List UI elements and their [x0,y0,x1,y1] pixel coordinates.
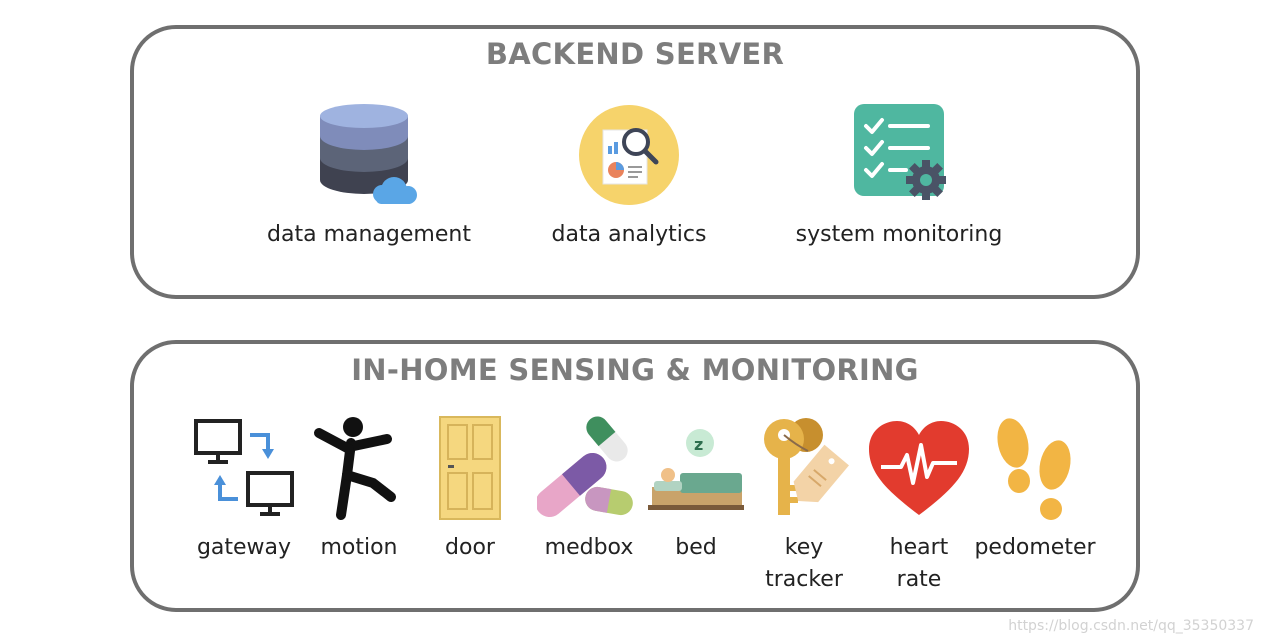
gateway-item: gateway [189,417,299,564]
data-management-label: data management [267,222,471,247]
report-magnifier-icon [579,105,679,205]
svg-text:z: z [694,435,703,454]
heart-rate-label-line1: heart [889,535,949,560]
door-item: door [420,415,520,564]
in-home-sensing-panel: IN-HOME SENSING & MONITORING gateway [130,340,1140,612]
gateway-computers-icon [194,419,294,516]
database-cloud-icon [320,104,417,204]
gateway-label: gateway [196,535,292,560]
motion-item: motion [304,415,414,564]
footprints-icon [997,418,1071,520]
key-tracker-label-line1: key [784,535,824,560]
heart-rate-item: heart rate [864,415,974,596]
pills-icon [537,416,633,517]
medbox-label: medbox [544,535,634,560]
bed-item: z bed [641,415,751,564]
door-label: door [445,535,495,560]
key-tracker-label-line2: tracker [765,567,843,592]
checklist-gear-icon [854,104,946,200]
sleeping-bed-icon: z [648,429,744,510]
sleep-bubble-icon: z [686,429,714,457]
heart-pulse-icon [869,421,969,515]
data-management-item: data management [254,102,484,251]
backend-server-panel: BACKEND SERVER data management [130,25,1140,299]
watermark: https://blog.csdn.net/qq_35350337 [1008,618,1254,634]
door-icon [439,416,501,520]
system-monitoring-item: system monitoring [779,102,1019,251]
backend-server-title: BACKEND SERVER [485,37,785,71]
heart-rate-label-line2: rate [896,567,942,592]
in-home-sensing-title: IN-HOME SENSING & MONITORING [351,353,919,387]
medbox-item: medbox [534,415,644,564]
data-analytics-item: data analytics [529,102,729,251]
key-tracker-item: key tracker [749,415,859,596]
bed-label: bed [675,535,717,560]
motion-label: motion [320,535,398,560]
system-monitoring-label: system monitoring [795,222,1003,247]
pedometer-label: pedometer [974,535,1096,560]
data-analytics-label: data analytics [551,222,707,247]
falling-person-icon [314,417,396,520]
pedometer-item: pedometer [970,415,1100,564]
key-tag-icon [764,418,849,515]
